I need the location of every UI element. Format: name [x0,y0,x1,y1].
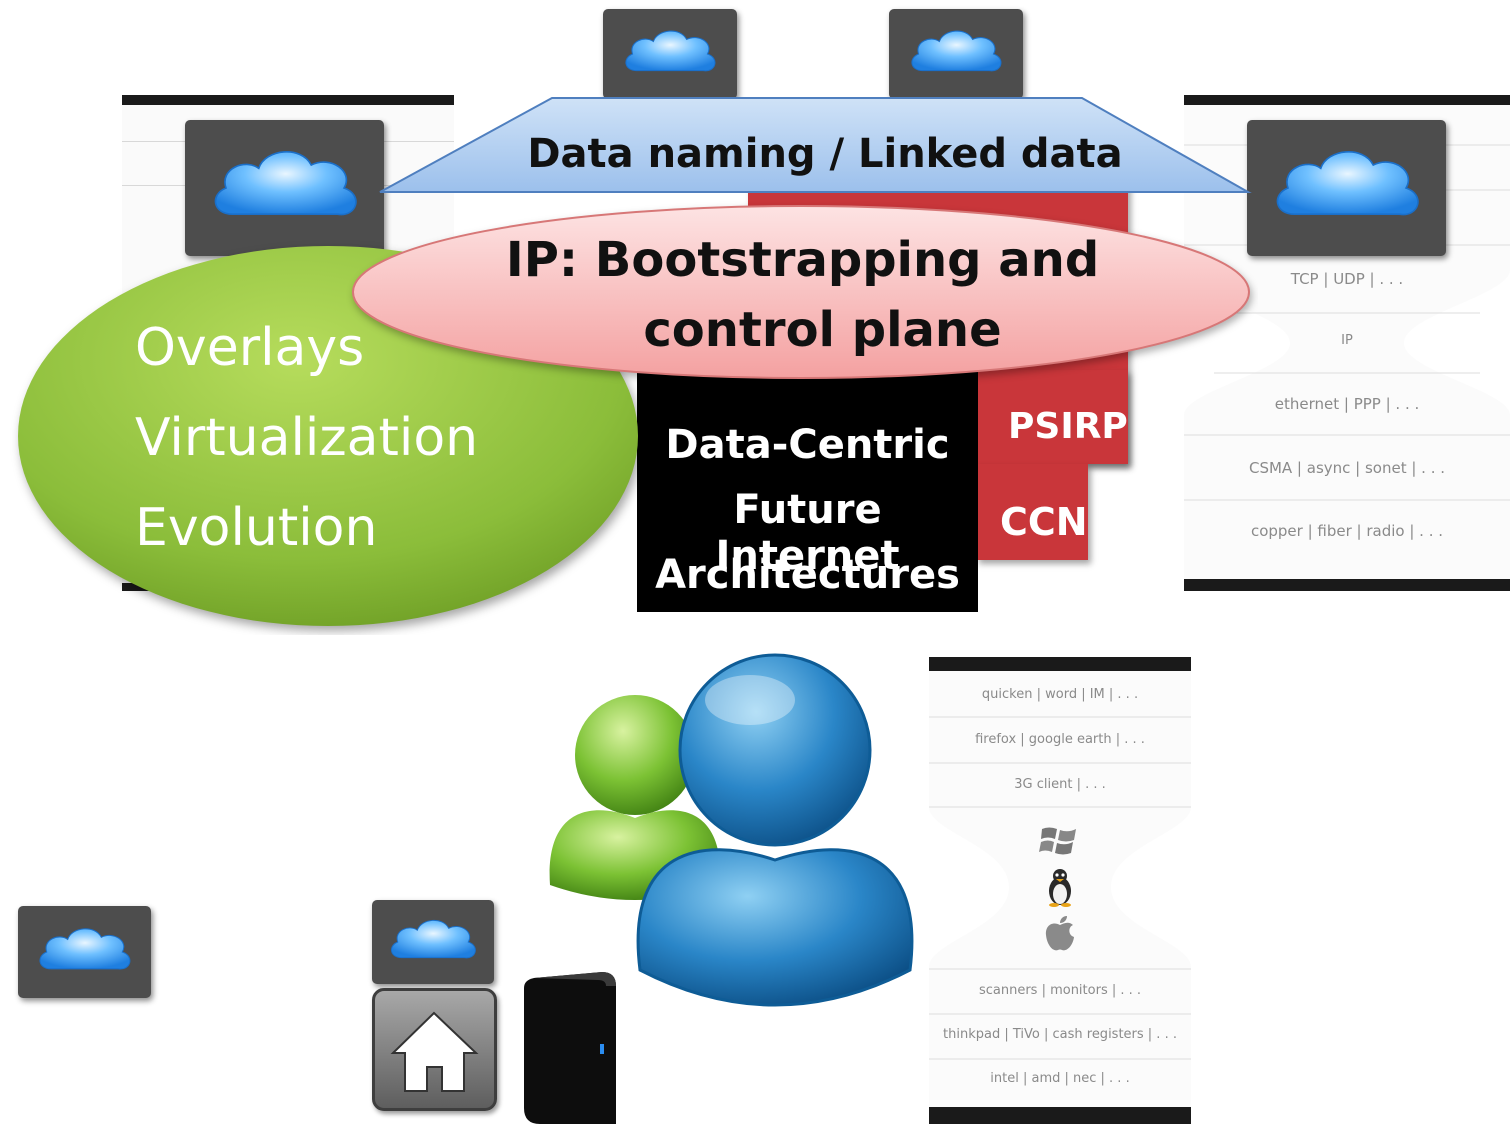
ccn-box: CCN [976,464,1088,560]
cloud-tile-left [185,120,384,256]
windows-logo-icon [1039,827,1076,855]
cloud-icon [390,919,476,959]
data-centric-line-1: Data-Centric [665,422,950,468]
data-naming-banner [379,97,1252,193]
stack-row-devices-1: scanners | monitors | . . . [978,983,1142,998]
data-centric-line-2: Future Internet [715,487,900,579]
data-centric-line-3: Architectures [655,552,960,598]
stack-row-transport: TCP | UDP | . . . [1290,270,1404,288]
psirp-box: PSIRP [976,370,1128,464]
overlays-label: Overlays [135,318,365,378]
stack-row-devices-3: intel | amd | nec | . . . [990,1071,1130,1086]
cloud-tile-top-2 [889,9,1023,99]
psirp-label: PSIRP [1008,406,1128,447]
cloud-tile-right [1247,120,1446,256]
ip-ellipse [352,205,1250,379]
user-icon [549,653,914,1007]
stack-row-ip: IP [1341,333,1353,348]
evolution-label: Evolution [135,498,378,558]
ip-line-2: control plane [643,302,1002,358]
stack-row-apps-2: firefox | google earth | . . . [975,732,1145,747]
stack-row-devices-2: thinkpad | TiVo | cash registers | . . . [943,1027,1177,1042]
ccn-label: CCN [1000,500,1088,544]
stack-row-physical: copper | fiber | radio | . . . [1250,522,1444,540]
cloud-icon [39,928,131,970]
linux-penguin-icon [1049,869,1071,907]
cloud-icon [1276,150,1419,216]
home-icon [372,988,497,1111]
stack-row-link: ethernet | PPP | . . . [1274,395,1420,413]
stack-row-apps-1: quicken | word | IM | . . . [981,687,1139,702]
apple-logo-icon [1045,916,1074,951]
ip-line-1: IP: Bootstrapping and [505,232,1100,288]
cloud-icon [911,30,1002,72]
stack-row-apps-3: 3G client | . . . [1014,777,1106,792]
hard-drive-icon [524,972,616,1124]
cloud-tile-top-1 [603,9,737,99]
cloud-tile-bottom-mid [372,900,494,984]
cloud-tile-bottom-left [18,906,151,998]
data-centric-box: Data-Centric Future Internet Architectur… [637,362,978,612]
virtualization-label: Virtualization [135,408,479,468]
data-naming-label: Data naming / Linked data [527,131,1123,177]
stack-row-mac: CSMA | async | sonet | . . . [1248,459,1446,477]
bottom-hourglass: quicken | word | IM | . . . firefox | go… [929,657,1191,1124]
cloud-icon [625,30,716,72]
